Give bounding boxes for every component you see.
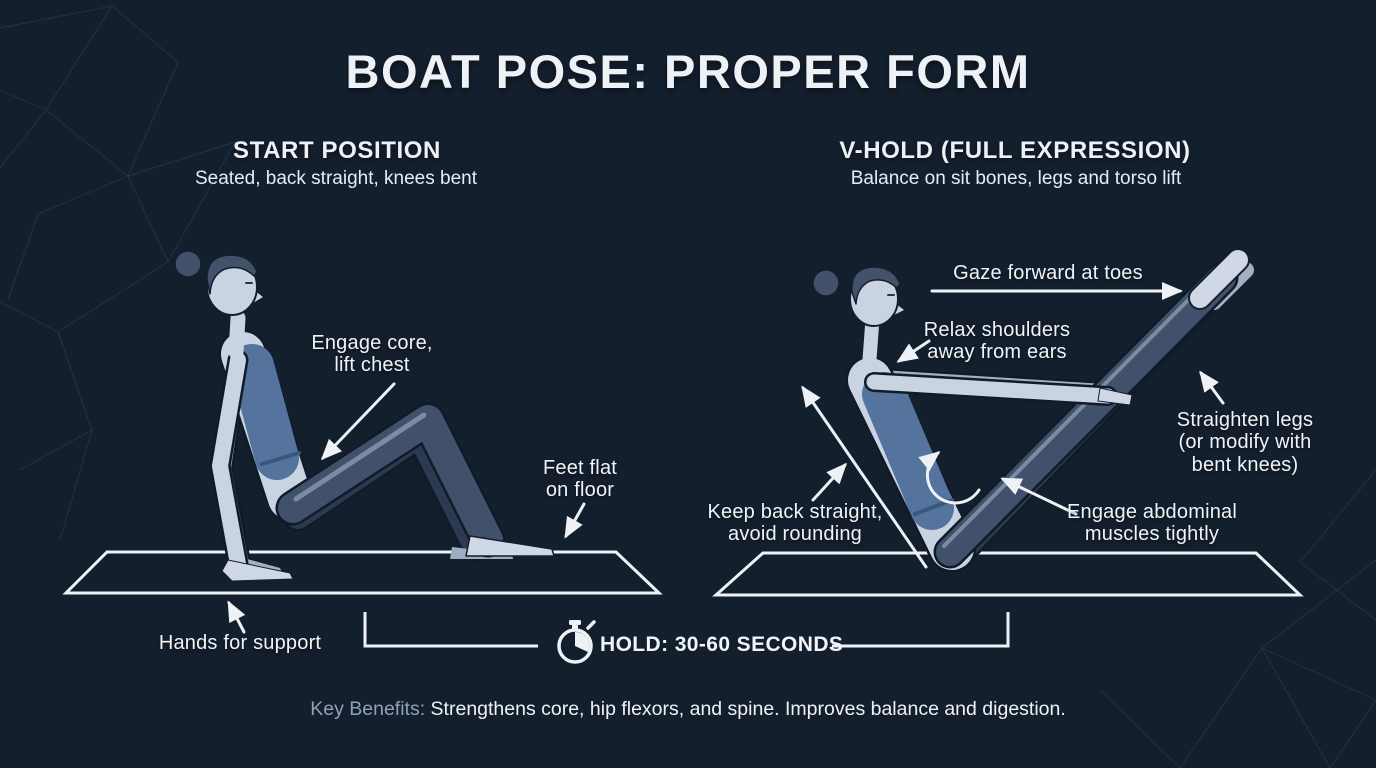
annotation-keep-back-straight: Keep back straight, avoid rounding [707,501,883,546]
arrow-engage-core [320,382,396,461]
stopwatch-icon [557,620,596,664]
hold-duration-label: HOLD: 30-60 SECONDS [600,633,844,656]
arrow-hands-support [227,600,246,634]
right-yoga-mat [712,551,1304,597]
key-benefits-label: Key Benefits: [310,698,426,720]
arrow-feet-flat [564,502,586,539]
annotation-straighten-legs: Straighten legs (or modify with bent kne… [1176,409,1314,476]
right-section-subheading: Balance on sit bones, legs and torso lif… [850,168,1182,189]
left-section-subheading: Seated, back straight, knees bent [194,168,478,189]
annotation-relax-shoulders: Relax shoulders away from ears [923,319,1071,364]
annotation-hands-support: Hands for support [158,632,322,654]
left-section-heading: START POSITION [233,137,441,164]
arrow-straighten-legs [1199,370,1225,405]
right-section-heading: V-HOLD (FULL EXPRESSION) [839,137,1191,164]
hold-duration-bracket [363,612,1010,648]
left-figure-illustration [174,250,555,582]
arrow-engage-abs [1000,477,1078,516]
page-title: BOAT POSE: PROPER FORM [345,45,1031,98]
left-yoga-mat [62,550,663,595]
hold-bracket-left [363,612,538,648]
hold-bracket-right [832,612,1010,648]
arrow-back-straight-long [801,385,928,569]
key-benefits-text: Strengthens core, hip flexors, and spine… [425,698,1066,720]
annotation-engage-abs: Engage abdominal muscles tightly [1067,501,1237,546]
key-benefits: Key Benefits: Strengthens core, hip flex… [310,698,1066,721]
arrow-relax-shoulders [896,339,931,363]
annotation-engage-core: Engage core, lift chest [311,332,433,377]
arrow-back-straight-short [811,462,848,502]
background-mesh [0,5,1376,768]
right-figure-illustration [812,248,1254,573]
annotation-feet-flat: Feet flat on floor [542,457,618,502]
core-rotation-circle-icon [918,451,981,505]
annotation-gaze-forward: Gaze forward at toes [953,262,1143,284]
